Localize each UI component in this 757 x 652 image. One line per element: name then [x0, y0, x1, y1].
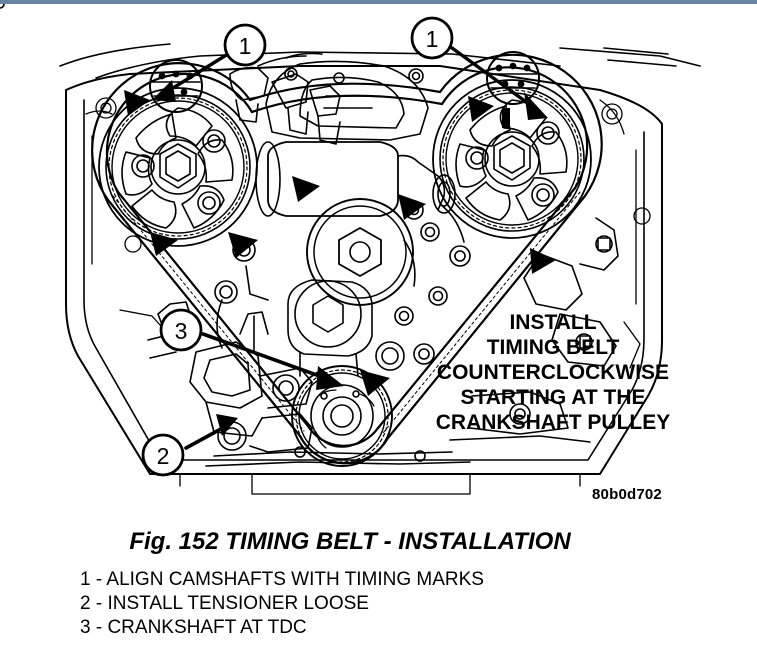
callout-number-1a: 1	[239, 33, 252, 59]
timing-belt	[91, 53, 603, 465]
right-camshaft-sprocket	[432, 51, 592, 239]
callout-3	[159, 308, 203, 352]
legend-item-3: 3 - CRANKSHAFT AT TDC	[80, 617, 307, 638]
instruction-line-4: STARTING AT THE	[460, 386, 646, 409]
window-top-strip	[0, 0, 757, 4]
timing-belt-diagram: 1 1 3 2	[0, 4, 757, 512]
callout-2	[141, 433, 185, 477]
instruction-line-2: TIMING BELT	[486, 336, 620, 359]
callout-number-2: 2	[157, 443, 170, 469]
left-camshaft-sprocket	[98, 59, 258, 247]
callout-circles	[141, 16, 454, 477]
idler-pulley	[306, 198, 414, 306]
instruction-line-5: CRANKSHAFT PULLEY	[435, 411, 671, 434]
legend-item-2: 2 - INSTALL TENSIONER LOOSE	[80, 593, 369, 614]
instruction-line-1: INSTALL	[509, 311, 597, 334]
callout-number-1b: 1	[426, 26, 439, 52]
callout-leaders	[152, 46, 548, 450]
callout-1-left	[223, 23, 267, 67]
instruction-text-block: INSTALL TIMING BELT COUNTERCLOCKWISE STA…	[404, 310, 702, 435]
figure-caption: Fig. 152 TIMING BELT - INSTALLATION	[129, 528, 571, 555]
instruction-line-3: COUNTERCLOCKWISE	[436, 361, 670, 384]
figure-code: 80b0d702	[592, 486, 662, 503]
right-lower-bracket	[449, 217, 619, 443]
figure-legend: 1 - ALIGN CAMSHAFTS WITH TIMING MARKS 2 …	[80, 568, 484, 640]
cylinder-head-detail	[229, 52, 456, 217]
crankshaft-sprocket	[291, 365, 393, 467]
callout-number-3: 3	[175, 318, 188, 344]
callout-1-right	[410, 16, 454, 60]
legend-item-1: 1 - ALIGN CAMSHAFTS WITH TIMING MARKS	[80, 569, 484, 590]
